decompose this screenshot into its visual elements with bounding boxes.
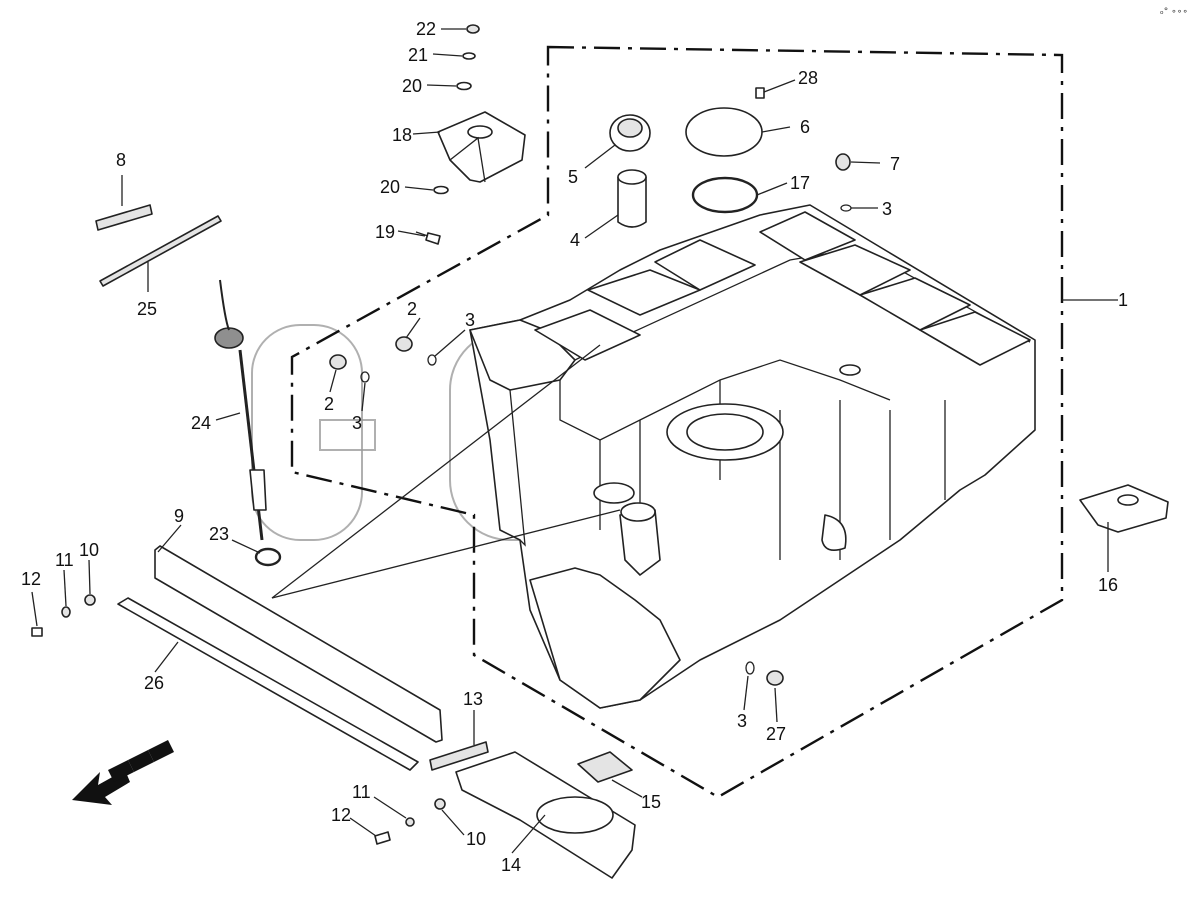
callout-10: 10 <box>466 829 486 849</box>
leader-lines <box>31 28 1118 854</box>
part-3-oring-a <box>360 371 370 383</box>
part-25-strip <box>99 215 222 287</box>
part-12-bolt-left <box>31 627 43 637</box>
callout-14: 14 <box>501 855 521 875</box>
callout-12: 12 <box>21 569 41 589</box>
part-13-pad <box>429 741 489 771</box>
part-24-fuel-sender <box>214 279 267 541</box>
callout-15: 15 <box>641 792 661 812</box>
part-3-oring-lower <box>745 661 755 675</box>
callout-10: 10 <box>79 540 99 560</box>
tank-assembly-outline <box>290 45 1064 799</box>
part-23-seal-ring <box>254 547 282 567</box>
part-3-oring-b <box>427 354 437 366</box>
callout-17: 17 <box>790 173 810 193</box>
callout-28: 28 <box>798 68 818 88</box>
callout-5: 5 <box>568 167 578 187</box>
callout-2: 2 <box>407 299 417 319</box>
fuel-tank <box>469 204 1036 709</box>
part-15-pad <box>577 751 633 783</box>
part-19-bolt <box>415 231 441 245</box>
callout-11: 11 <box>55 550 74 570</box>
part-10-washer-lower <box>434 798 446 810</box>
part-8-pad <box>95 204 153 231</box>
part-16-bracket <box>1079 484 1169 533</box>
callout-22: 22 <box>416 19 436 39</box>
part-5-filler-cap <box>609 114 651 152</box>
callout-12: 12 <box>331 805 351 825</box>
callout-26: 26 <box>144 673 164 693</box>
callout-24: 24 <box>191 413 211 433</box>
part-17-seal-ring <box>691 176 759 214</box>
callout-11: 11 <box>352 782 371 802</box>
part-4-filler-neck <box>617 169 647 228</box>
part-22-nut <box>466 24 480 34</box>
part-18-bracket <box>437 111 526 183</box>
part-7-plug <box>835 153 851 171</box>
callout-2: 2 <box>324 394 334 414</box>
callout-25: 25 <box>137 299 157 319</box>
callout-13: 13 <box>463 689 483 709</box>
callout-27: 27 <box>766 724 786 744</box>
callout-16: 16 <box>1098 575 1118 595</box>
part-20-washer <box>456 81 472 91</box>
callout-3: 3 <box>737 711 747 731</box>
callout-18: 18 <box>392 125 412 145</box>
callout-9: 9 <box>174 506 184 526</box>
callout-labels: 22 21 20 18 20 19 28 6 5 17 4 7 3 1 8 25… <box>21 19 1128 875</box>
part-27-drain-plug <box>766 670 784 686</box>
part-2-plug-b <box>395 336 413 352</box>
part-6-flange-plate <box>685 107 763 157</box>
callout-21: 21 <box>408 45 428 65</box>
callout-1: 1 <box>1118 290 1128 310</box>
part-3-oring-upper-right <box>840 204 852 212</box>
callout-23: 23 <box>209 524 229 544</box>
part-21-washer <box>462 52 476 60</box>
part-11-washer-lower <box>405 817 415 827</box>
callout-8: 8 <box>116 150 126 170</box>
callout-6: 6 <box>800 117 810 137</box>
callout-20: 20 <box>380 177 400 197</box>
part-14-shield <box>455 751 636 879</box>
part-2-plug-a <box>329 354 347 370</box>
callout-3: 3 <box>352 413 362 433</box>
callout-7: 7 <box>890 154 900 174</box>
callout-20: 20 <box>402 76 422 96</box>
part-28-screw <box>755 87 765 99</box>
callout-19: 19 <box>375 222 395 242</box>
part-10-washer-left <box>84 594 96 606</box>
part-12-bolt-lower <box>374 831 391 845</box>
part-26-strip <box>117 597 419 771</box>
part-20-washer-lower <box>433 185 449 195</box>
callout-3: 3 <box>882 199 892 219</box>
part-9-rail <box>154 545 443 743</box>
callout-4: 4 <box>570 230 580 250</box>
front-direction-arrow <box>72 740 174 805</box>
callout-3: 3 <box>465 310 475 330</box>
corner-mark: ₒ° ∘∘∘ <box>1160 7 1187 17</box>
part-11-washer-left <box>61 606 71 618</box>
